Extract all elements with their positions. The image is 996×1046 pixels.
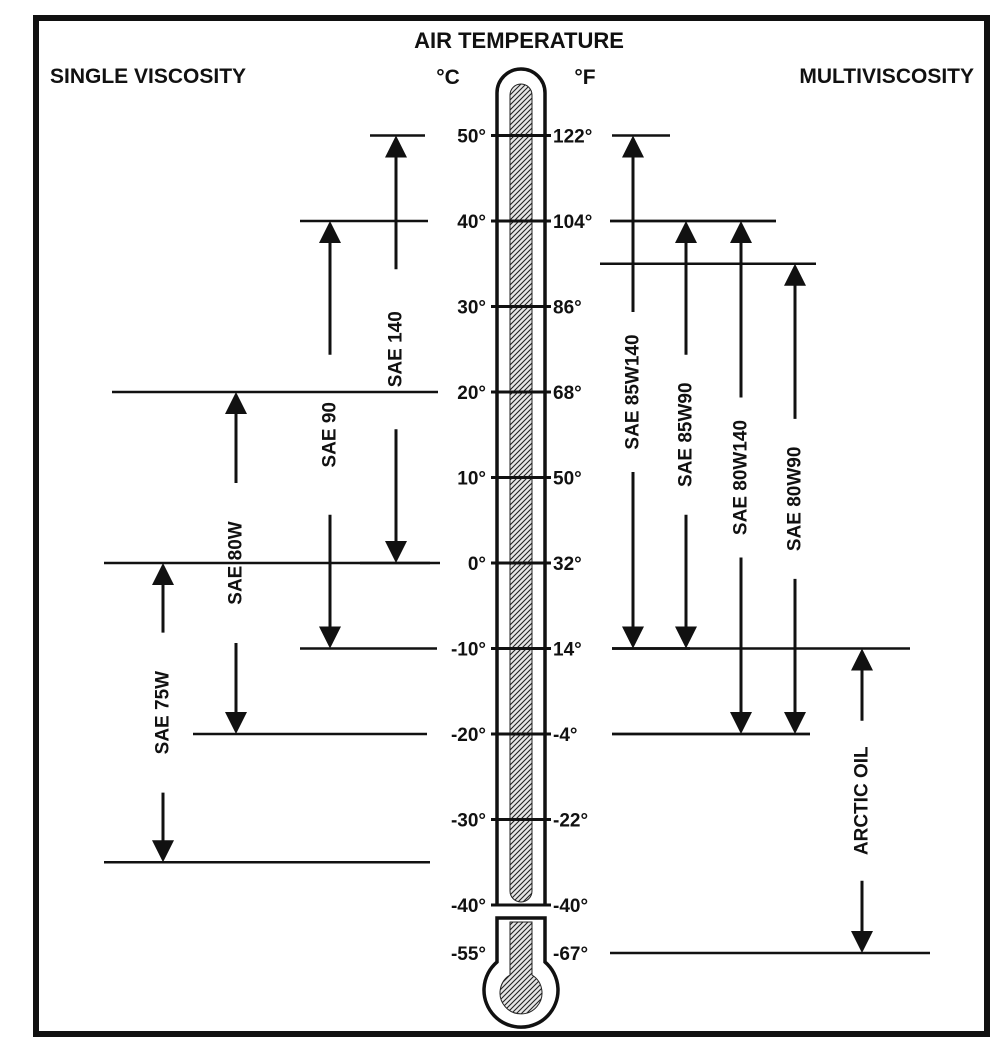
range-label: SAE 85W90 (676, 382, 697, 487)
range-label: ARCTIC OIL (852, 746, 873, 855)
thermometer-upper-mercury (509, 83, 533, 903)
thermometer-bulb-mercury (499, 921, 543, 1015)
celsius-tick-label: -55° (451, 944, 486, 965)
down-arrow-icon (225, 712, 247, 734)
celsius-unit-label: °C (436, 66, 460, 89)
celsius-tick-label: -40° (451, 896, 486, 917)
range-label: SAE 90 (320, 402, 341, 467)
fahrenheit-tick-label: -40° (553, 896, 588, 917)
fahrenheit-tick-label: 68° (553, 383, 582, 404)
down-arrow-icon (784, 712, 806, 734)
celsius-tick-label: 30° (457, 298, 486, 319)
down-arrow-icon (851, 931, 873, 953)
range-label: SAE 80W90 (785, 447, 806, 552)
fahrenheit-tick-label: 50° (553, 469, 582, 490)
celsius-tick-label: 40° (457, 212, 486, 233)
up-arrow-icon (319, 221, 341, 243)
celsius-tick-label: -20° (451, 725, 486, 746)
up-arrow-icon (385, 135, 407, 158)
celsius-tick-label: 0° (468, 554, 486, 575)
down-arrow-icon (152, 840, 174, 863)
up-arrow-icon (730, 221, 752, 243)
up-arrow-icon (784, 263, 806, 286)
fahrenheit-tick-label: 104° (553, 212, 592, 233)
multiviscosity-heading: MULTIVISCOSITY (799, 65, 974, 88)
fahrenheit-tick-label: 122° (553, 127, 592, 148)
fahrenheit-tick-label: -22° (553, 811, 588, 832)
up-arrow-icon (622, 135, 644, 158)
up-arrow-icon (152, 563, 174, 585)
celsius-tick-label: -10° (451, 640, 486, 661)
outer-frame (33, 15, 990, 1037)
down-arrow-icon (319, 626, 341, 649)
up-arrow-icon (225, 392, 247, 414)
range-label: SAE 80W (226, 521, 247, 604)
chart-title: AIR TEMPERATURE (414, 28, 624, 53)
range-label: SAE 140 (386, 311, 407, 387)
thermometer (482, 67, 560, 1029)
fahrenheit-tick-label: -67° (553, 944, 588, 965)
celsius-tick-label: 50° (457, 127, 486, 148)
up-arrow-icon (851, 648, 873, 671)
down-arrow-icon (622, 626, 644, 649)
down-arrow-icon (675, 626, 697, 649)
fahrenheit-tick-label: 86° (553, 298, 582, 319)
celsius-tick-label: -30° (451, 811, 486, 832)
up-arrow-icon (675, 221, 697, 243)
fahrenheit-unit-label: °F (574, 66, 595, 89)
celsius-tick-label: 20° (457, 383, 486, 404)
range-label: SAE 80W140 (731, 420, 752, 535)
tick-layer: 50° 122° 40° 104° 30° 86° 20° 68° 10° 50° 0° 32° -10… (451, 127, 592, 966)
down-arrow-icon (730, 712, 752, 734)
celsius-tick-label: 10° (457, 469, 486, 490)
fahrenheit-tick-label: 32° (553, 554, 582, 575)
down-arrow-icon (385, 541, 407, 563)
fahrenheit-tick-label: 14° (553, 640, 582, 661)
fahrenheit-tick-label: -4° (553, 725, 578, 746)
single-viscosity-heading: SINGLE VISCOSITY (50, 65, 246, 88)
range-label: SAE 85W140 (623, 334, 644, 449)
range-label: SAE 75W (153, 671, 174, 754)
